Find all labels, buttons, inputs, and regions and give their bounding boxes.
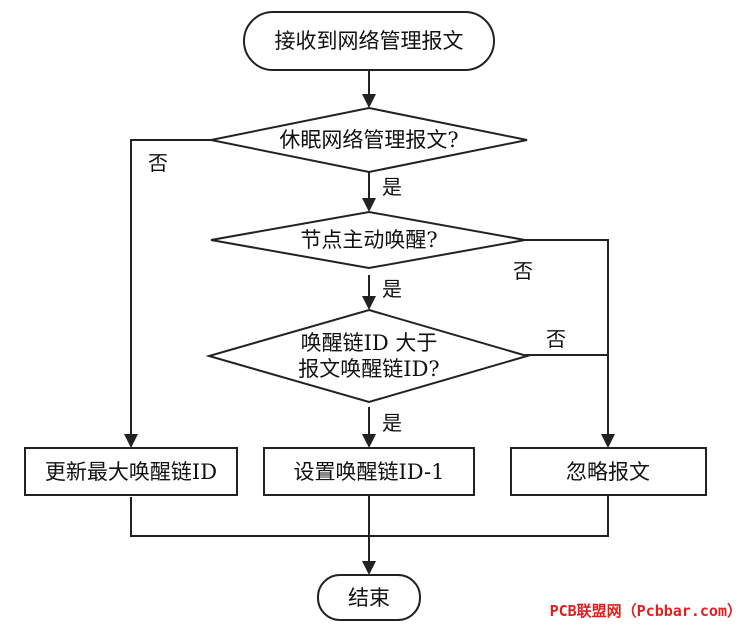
- end-node: 结束: [317, 574, 421, 621]
- decision-sleep-node: 休眠网络管理报文?: [210, 106, 528, 174]
- process-ignore: 忽略报文: [510, 447, 707, 496]
- decision-id-label-line2: 报文唤醒链ID?: [298, 357, 439, 381]
- process-ignore-shape: [510, 447, 707, 496]
- process-set-chain-label: 设置唤醒链ID-1: [294, 460, 445, 484]
- process-set-chain-shape: [263, 447, 475, 496]
- process-update-max-label: 更新最大唤醒链ID: [45, 460, 217, 484]
- edge-label-sleep-yes: 是: [382, 175, 402, 199]
- arrow-to-set-chain: [362, 434, 376, 448]
- decision-sleep-shape: [210, 106, 528, 174]
- process-update-max: 更新最大唤醒链ID: [24, 447, 238, 496]
- start-node: 接收到网络管理报文: [243, 11, 495, 71]
- decision-sleep-label: 休眠网络管理报文?: [279, 128, 458, 152]
- edge-label-active-no: 否: [513, 259, 533, 283]
- end-label: 结束: [348, 586, 390, 610]
- edge-label-sleep-no: 否: [148, 151, 168, 175]
- process-set-chain: 设置唤醒链ID-1: [263, 447, 475, 496]
- decision-active-shape: [210, 210, 526, 270]
- arrowheads: [124, 94, 615, 575]
- process-update-max-shape: [24, 447, 238, 496]
- start-terminal-shape: [243, 11, 495, 71]
- edge-label-id-yes: 是: [382, 411, 402, 435]
- arrow-to-ignore: [601, 434, 615, 448]
- decision-id-shape: [205, 308, 531, 404]
- start-label: 接收到网络管理报文: [275, 29, 464, 53]
- connectors: [130, 70, 609, 566]
- edge-label-id-no: 否: [546, 327, 566, 351]
- decision-active-node: 节点主动唤醒?: [210, 210, 526, 270]
- arrow-to-id-check: [362, 296, 376, 310]
- decision-id-node: 唤醒链ID 大于 报文唤醒链ID?: [205, 308, 531, 404]
- edge-labels: 否 是 否 是 否 是: [148, 151, 566, 435]
- arrow-to-update-max: [124, 434, 138, 448]
- arrow-to-end: [362, 561, 376, 575]
- edge-active-no: [525, 239, 609, 440]
- watermark-text: PCB联盟网（Pcbbar.com）: [550, 602, 742, 620]
- decision-id-label-line1: 唤醒链ID 大于: [301, 331, 438, 355]
- process-ignore-label: 忽略报文: [566, 460, 650, 484]
- edge-sleep-no: [130, 139, 211, 440]
- arrow-to-sleep: [362, 94, 376, 108]
- decision-active-label: 节点主动唤醒?: [300, 228, 437, 252]
- arrow-to-active: [362, 198, 376, 212]
- end-terminal-shape: [317, 574, 421, 621]
- edge-label-active-yes: 是: [382, 277, 402, 301]
